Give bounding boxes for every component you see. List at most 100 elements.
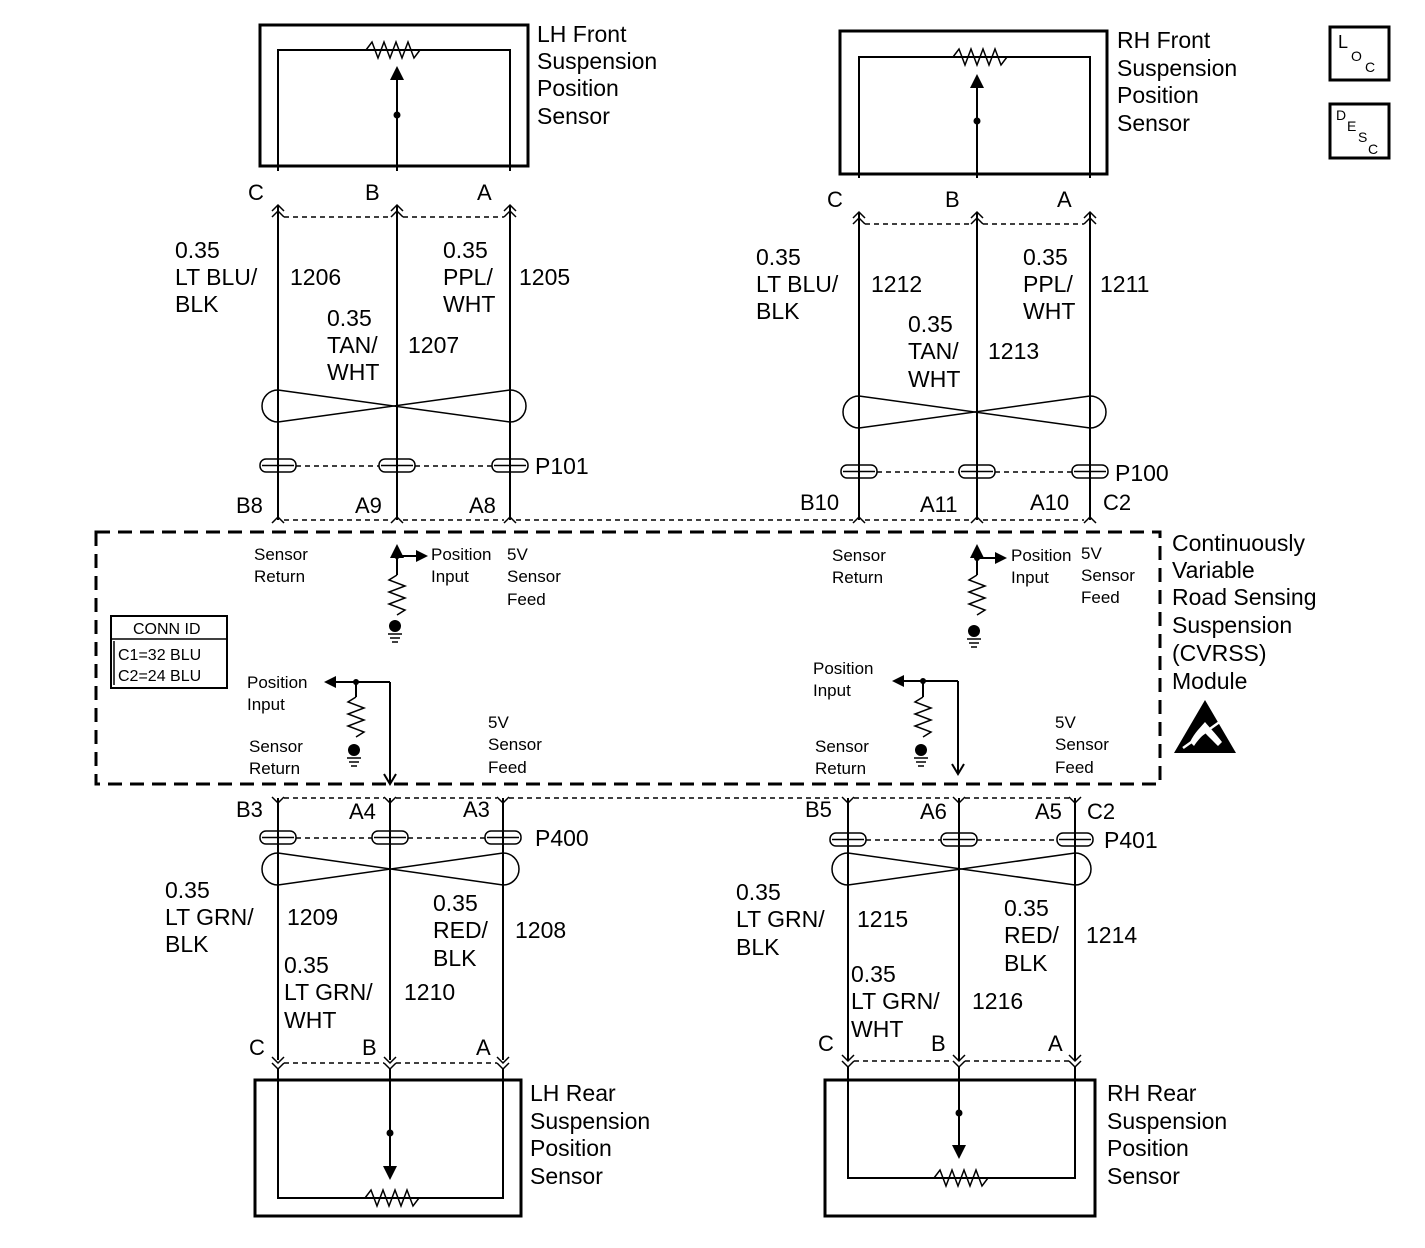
lhf-ground-icon (389, 620, 401, 632)
lhr-pin-b: B (362, 1035, 377, 1060)
svg-text:1205: 1205 (519, 264, 570, 290)
svg-text:Position: Position (1011, 546, 1071, 565)
rh-rear-wires (831, 798, 1092, 1060)
svg-text:A6: A6 (920, 799, 947, 824)
svg-text:Return: Return (254, 567, 305, 586)
rh-rear-wiper-arrow-icon (952, 1145, 966, 1159)
lh-front-title-4: Sensor (537, 103, 610, 129)
svg-text:LT GRN/: LT GRN/ (851, 988, 940, 1014)
svg-text:Continuously: Continuously (1172, 530, 1305, 556)
rh-front-wires (842, 212, 1107, 520)
rh-front-title-4: Sensor (1117, 110, 1190, 136)
svg-text:LT BLU/: LT BLU/ (756, 271, 839, 297)
svg-text:WHT: WHT (1023, 298, 1075, 324)
lh-front-wires (261, 205, 527, 520)
lhf-input-arrow-up-icon (390, 544, 404, 558)
svg-text:TAN/: TAN/ (908, 338, 959, 364)
rhf-twisted-pair (842, 395, 1107, 429)
svg-text:Position: Position (813, 659, 873, 678)
svg-text:Feed: Feed (507, 590, 546, 609)
svg-text:0.35: 0.35 (175, 237, 220, 263)
svg-text:Sensor: Sensor (507, 567, 561, 586)
svg-text:Input: Input (431, 567, 469, 586)
svg-text:Return: Return (815, 759, 866, 778)
svg-text:A8: A8 (469, 493, 496, 518)
lhr-module-internal: Position Input Sensor Return 5V Sensor F… (247, 673, 542, 786)
rh-rear-sensor-inner (847, 1067, 1076, 1179)
rhf-input-arrow-up-icon (970, 544, 984, 558)
svg-text:0.35: 0.35 (1023, 244, 1068, 270)
svg-text:0.35: 0.35 (443, 237, 488, 263)
svg-text:1210: 1210 (404, 979, 455, 1005)
loc-icon[interactable]: L O C (1328, 25, 1391, 82)
rh-rear-resistor-icon (933, 1167, 989, 1189)
rh-front-splice-dot (973, 117, 981, 125)
lh-rear-wiper-arrow-icon (383, 1166, 397, 1180)
rhf-ground-icon (968, 625, 980, 637)
lh-rear-title-3: Position (530, 1135, 612, 1161)
svg-text:1214: 1214 (1086, 922, 1137, 948)
svg-text:Return: Return (249, 759, 300, 778)
lh-front-sensor-box (258, 23, 530, 168)
lh-rear-splice-dot (386, 1129, 394, 1137)
lhf-pin-c: C (248, 180, 264, 205)
svg-text:BLK: BLK (756, 298, 800, 324)
svg-text:Position: Position (247, 673, 307, 692)
svg-text:WHT: WHT (443, 291, 495, 317)
svg-text:Variable: Variable (1172, 557, 1255, 583)
lh-front-splice-dot (393, 111, 401, 119)
svg-text:B10: B10 (800, 490, 839, 515)
conn-id-c2: C2=24 BLU (118, 668, 201, 685)
desc-icon[interactable]: D E S C (1328, 102, 1391, 160)
svg-text:PPL/: PPL/ (443, 264, 493, 290)
svg-text:B5: B5 (805, 797, 832, 822)
svg-text:1215: 1215 (857, 906, 908, 932)
svg-text:S: S (1358, 129, 1367, 145)
p401-label: P401 (1104, 827, 1158, 853)
lh-rear-title-1: LH Rear (530, 1080, 616, 1106)
svg-text:0.35: 0.35 (756, 244, 801, 270)
lh-rear-connector: C B A (249, 1035, 510, 1071)
svg-text:O: O (1351, 48, 1362, 64)
svg-text:WHT: WHT (908, 366, 960, 392)
rhf-pin-c: C (827, 187, 843, 212)
svg-text:Sensor: Sensor (249, 737, 303, 756)
lh-front-wire-labels: 0.35 LT BLU/ BLK 1206 0.35 TAN/ WHT 1207… (175, 237, 570, 385)
lhf-pullup-resistor-icon (386, 574, 408, 616)
lh-front-title-2: Suspension (537, 48, 657, 74)
lhr-twisted-pair (261, 852, 520, 886)
lh-rear-sensor: LH Rear Suspension Position Sensor (253, 1069, 650, 1218)
svg-text:LT GRN/: LT GRN/ (736, 906, 825, 932)
rh-rear-title-1: RH Rear (1107, 1080, 1197, 1106)
svg-text:1211: 1211 (1100, 271, 1149, 297)
svg-text:WHT: WHT (327, 359, 379, 385)
svg-text:C2: C2 (1103, 490, 1131, 515)
lhf-pin-b: B (365, 180, 380, 205)
lh-rear-wire-labels: 0.35 LT GRN/ BLK 1209 0.35 LT GRN/ WHT 1… (165, 877, 566, 1033)
rh-rear-title-4: Sensor (1107, 1163, 1180, 1189)
rhf-pin-b: B (945, 187, 960, 212)
lh-rear-wires (261, 798, 520, 1060)
svg-text:Sensor: Sensor (832, 546, 886, 565)
svg-text:C2: C2 (1087, 799, 1115, 824)
lhr-pin-c: C (249, 1035, 265, 1060)
lh-rear-title-2: Suspension (530, 1108, 650, 1134)
svg-text:1206: 1206 (290, 264, 341, 290)
svg-text:Sensor: Sensor (1081, 566, 1135, 585)
svg-text:Input: Input (1011, 568, 1049, 587)
svg-text:5V: 5V (488, 713, 509, 732)
svg-text:LT BLU/: LT BLU/ (175, 264, 258, 290)
svg-text:0.35: 0.35 (1004, 895, 1049, 921)
rh-front-connector: C B A (827, 187, 1097, 225)
svg-text:0.35: 0.35 (908, 311, 953, 337)
svg-text:PPL/: PPL/ (1023, 271, 1073, 297)
svg-text:BLK: BLK (433, 945, 477, 971)
svg-text:5V: 5V (1081, 544, 1102, 563)
svg-text:1209: 1209 (287, 904, 338, 930)
conn-id-box: CONN ID C1=32 BLU C2=24 BLU (110, 615, 228, 689)
rhr-twisted-pair (831, 852, 1092, 886)
lh-front-title-1: LH Front (537, 21, 627, 47)
rh-front-sensor-inner (858, 56, 1091, 178)
svg-text:5V: 5V (507, 545, 528, 564)
rhf-pin-a: A (1057, 187, 1072, 212)
